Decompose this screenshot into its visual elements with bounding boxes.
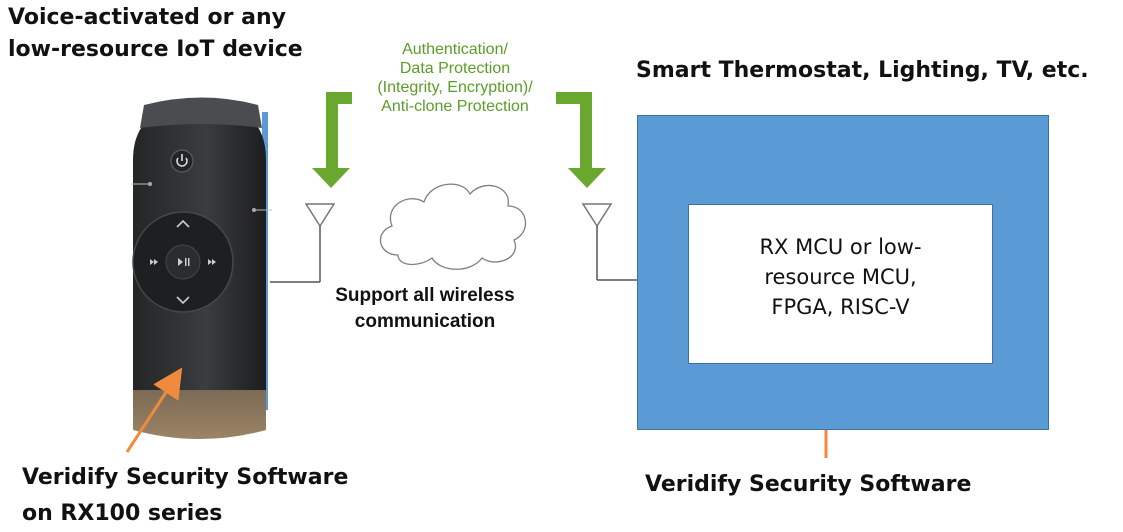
remote-cork-base (133, 390, 266, 439)
security-feature-line: Authentication/ (402, 41, 508, 58)
left-caption-line: Veridify Security Software (22, 465, 349, 490)
antenna-icon (304, 203, 336, 228)
security-feature-line: Data Protection (399, 60, 511, 77)
remote-indicator-left (148, 182, 152, 186)
rewind-icon (150, 259, 158, 265)
left-orange-arrow (125, 367, 183, 453)
security-feature-line: (Integrity, Encryption)/ (377, 79, 533, 96)
mcu-label-line: resource MCU, (764, 265, 917, 289)
mcu-label-line: FPGA, RISC-V (771, 295, 910, 319)
left-green-arrow (312, 92, 352, 188)
mcu-box (688, 204, 993, 364)
right-device-title: Smart Thermostat, Lighting, TV, etc. (636, 58, 1089, 83)
right-green-arrow (556, 92, 606, 188)
remote-device (131, 97, 272, 439)
left-device-title-line: Voice-activated or any (8, 5, 287, 30)
remote-indicator-right (252, 208, 256, 212)
wireless-label-line: Support all wireless (335, 285, 515, 306)
right-antenna (581, 203, 637, 281)
left-software-caption: Veridify Security Software on RX100 seri… (22, 460, 422, 532)
down-chevron-icon (176, 296, 190, 305)
wireless-support-label: Support all wireless communication (330, 283, 520, 335)
remote-speaker-grille (140, 97, 262, 128)
cloud-icon (380, 183, 527, 270)
security-feature-line: Anti-clone Protection (381, 98, 529, 115)
play-pause-icon (178, 258, 190, 266)
mcu-label: RX MCU or low- resource MCU, FPGA, RISC-… (688, 232, 993, 322)
up-chevron-icon (176, 219, 190, 228)
wireless-label-line: communication (354, 311, 496, 332)
security-features-label: Authentication/ Data Protection (Integri… (355, 40, 555, 116)
fast-forward-icon (208, 259, 216, 265)
left-antenna (270, 203, 336, 283)
antenna-icon (581, 203, 613, 228)
left-caption-line: on RX100 series (22, 501, 223, 526)
right-software-caption: Veridify Security Software (645, 472, 972, 497)
mcu-label-line: RX MCU or low- (759, 235, 922, 259)
power-icon (176, 154, 188, 167)
left-device-title-line: low-resource IoT device (8, 37, 303, 62)
left-device-title: Voice-activated or any low-resource IoT … (8, 2, 368, 66)
